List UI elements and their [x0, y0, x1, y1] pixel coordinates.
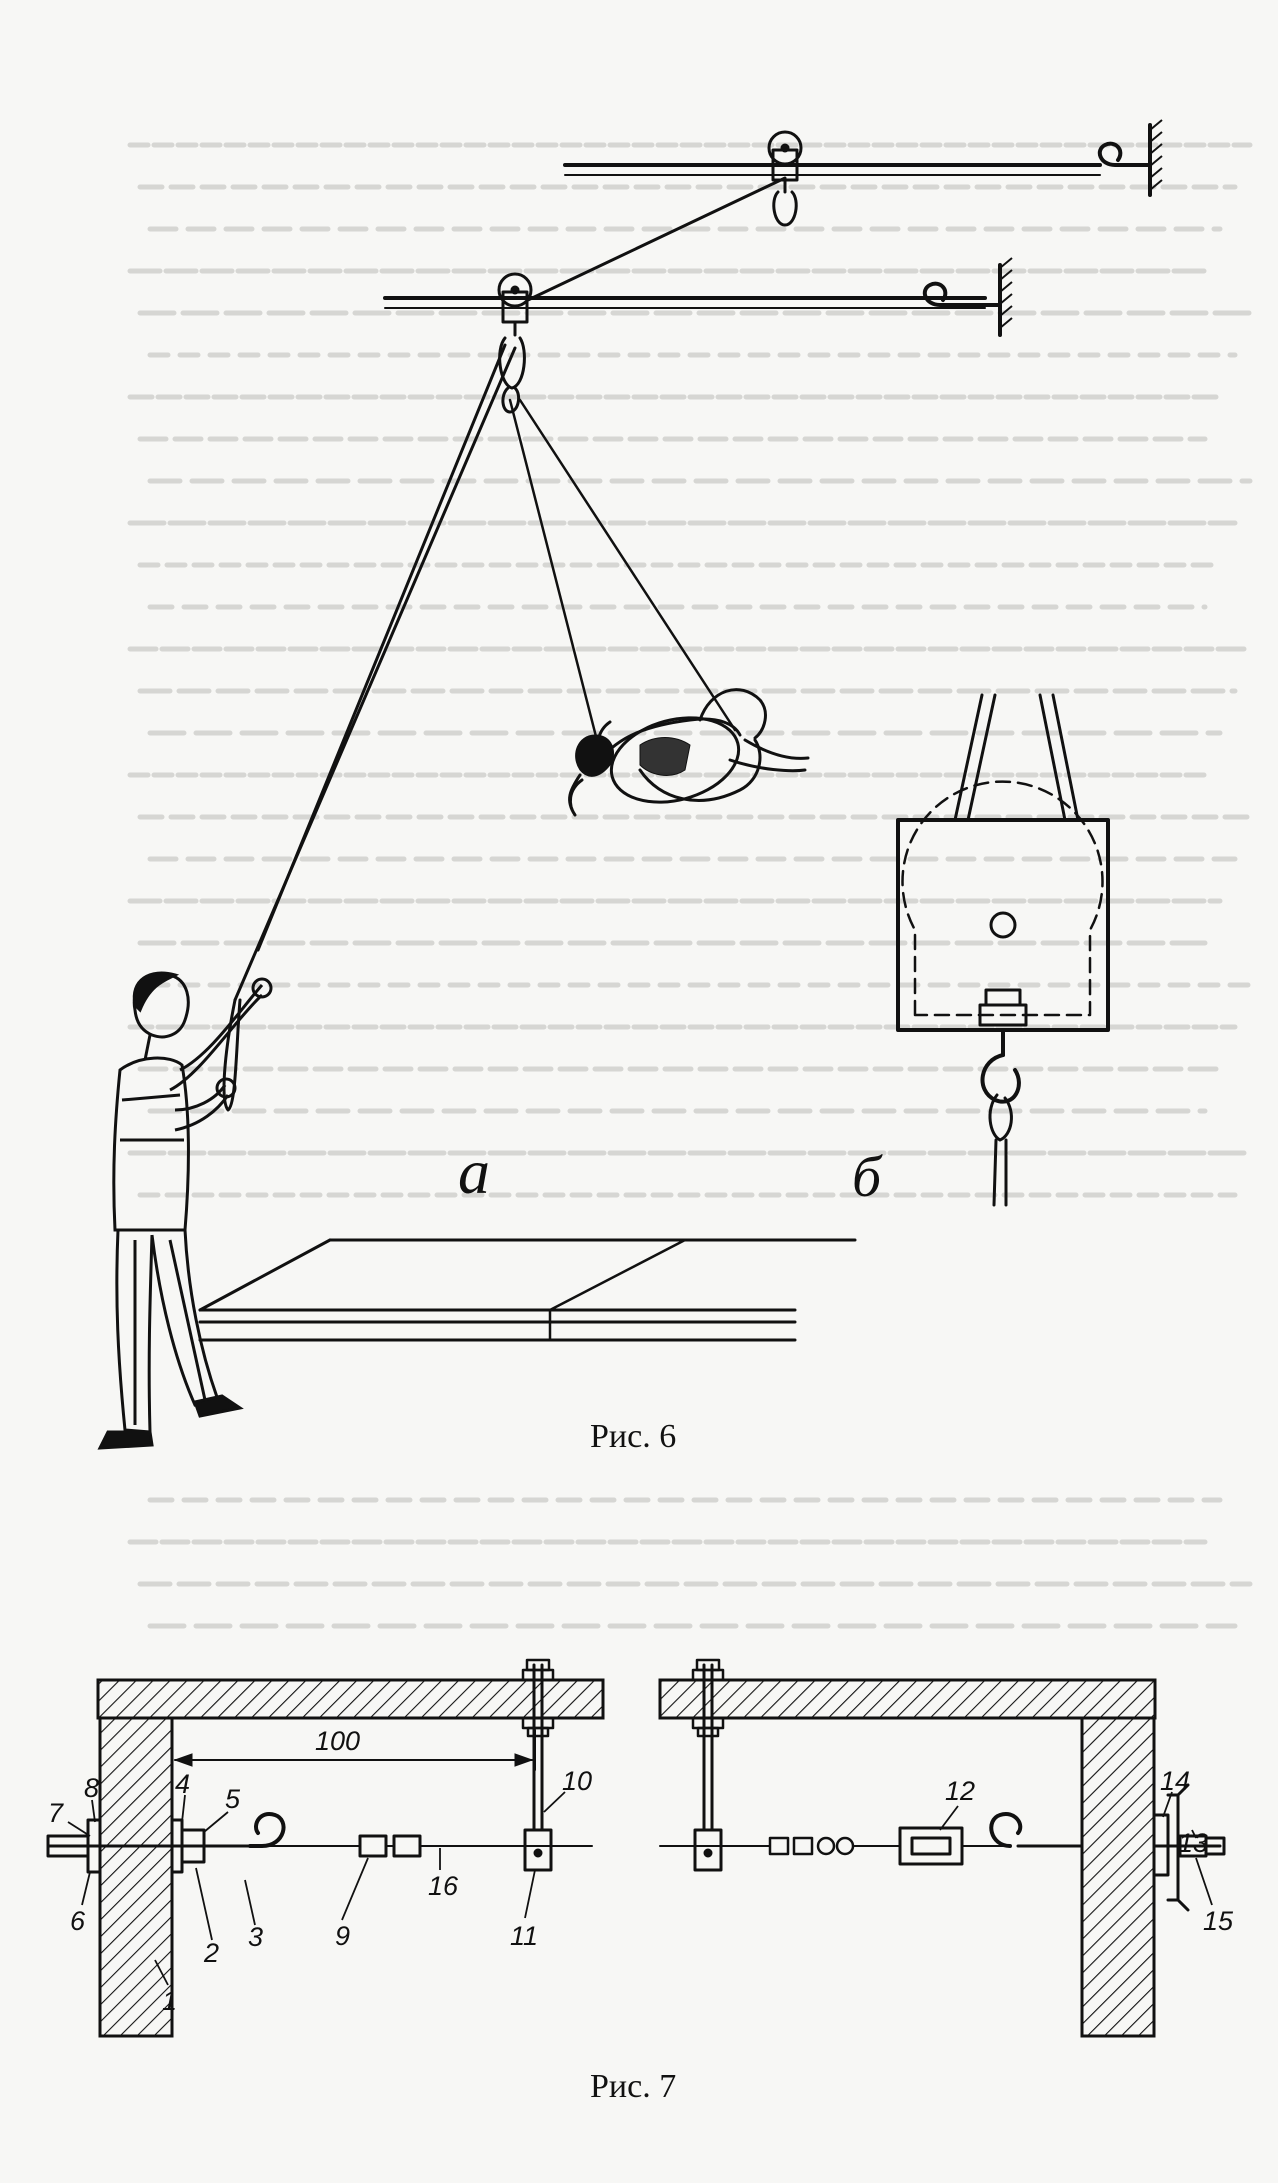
faded-background-text	[127, 142, 1253, 1629]
part-number-11: 11	[510, 1921, 538, 1951]
figure-6b-label: б	[852, 1144, 882, 1209]
part-number-6: 6	[70, 1906, 86, 1936]
figure-6a-label: а	[458, 1136, 490, 1207]
part-number-5: 5	[225, 1784, 241, 1814]
part-number-1: 1	[162, 1986, 177, 2016]
figure-6b-pulley-detail	[896, 693, 1110, 1207]
part-number-12: 12	[945, 1776, 975, 1806]
dimension-label: 100	[315, 1726, 360, 1756]
part-number-4: 4	[175, 1769, 190, 1799]
figure-6a-drawing	[97, 119, 1163, 1450]
part-number-10: 10	[562, 1766, 592, 1796]
part-number-9: 9	[335, 1921, 350, 1951]
part-number-14: 14	[1160, 1766, 1190, 1796]
part-number-8: 8	[84, 1773, 99, 1803]
part-number-7: 7	[48, 1798, 64, 1828]
part-number-15: 15	[1203, 1906, 1234, 1936]
part-number-3: 3	[248, 1922, 263, 1952]
part-number-13: 13	[1178, 1828, 1208, 1858]
figure-6-caption: Рис. 6	[590, 1418, 677, 1455]
part-number-16: 16	[428, 1871, 459, 1901]
figure-7-drawing: 1 2 3 4 5 6 7 8 9 10 11 12 13 14 15 16 1…	[46, 1658, 1234, 2038]
part-number-2: 2	[203, 1938, 219, 1968]
figure-7-caption: Рис. 7	[590, 2068, 677, 2105]
